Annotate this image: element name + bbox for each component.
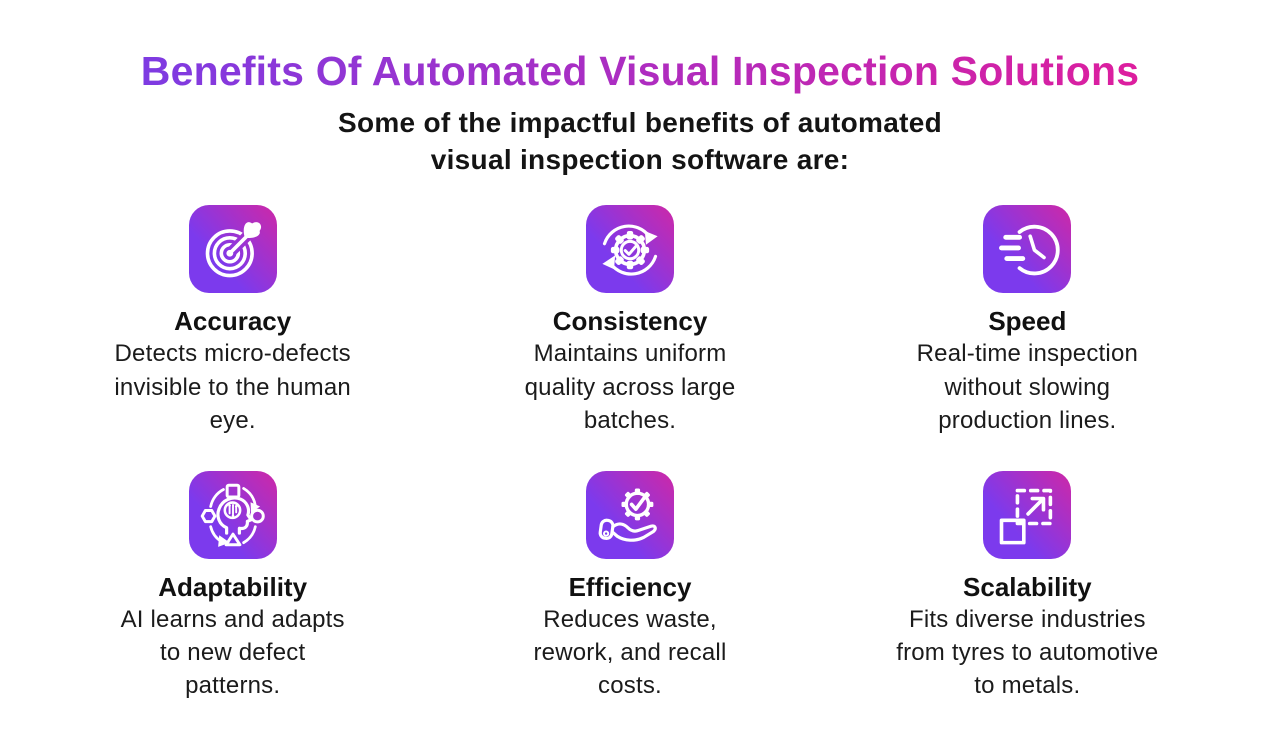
- benefit-line: rework, and recall: [533, 639, 727, 667]
- benefit-card-efficiency: Efficiency Reduces waste, rework, and re…: [431, 470, 828, 703]
- benefits-grid: Accuracy Detects micro-defects invisible…: [34, 204, 1226, 703]
- icon-tile: [983, 470, 1072, 559]
- subtitle-line-2: visual inspection software are:: [430, 143, 850, 175]
- icon-tile: [188, 470, 277, 559]
- benefit-line: to new defect: [159, 639, 306, 667]
- benefit-line: quality across large: [524, 373, 736, 401]
- benefit-line: from tyres to automotive: [896, 639, 1159, 667]
- benefit-line: batches.: [583, 406, 677, 434]
- benefit-title: Consistency: [552, 305, 708, 336]
- benefit-line: production lines.: [938, 406, 1117, 434]
- benefit-card-scalability: Scalability Fits diverse industries from…: [829, 470, 1226, 703]
- benefit-line: Real-time inspection: [916, 340, 1139, 368]
- benefit-card-speed: Speed Real-time inspection without slowi…: [829, 204, 1226, 437]
- benefit-line: invisible to the human: [114, 373, 351, 401]
- icon-tile: [188, 204, 277, 293]
- benefit-line: costs.: [598, 672, 662, 700]
- benefit-line: without slowing: [944, 373, 1111, 401]
- page-title: Benefits Of Automated Visual Inspection …: [140, 48, 1140, 94]
- benefit-line: Detects micro-defects: [114, 340, 351, 368]
- benefit-title: Efficiency: [568, 571, 692, 602]
- ai-head-adapt-icon: [200, 483, 265, 547]
- benefit-title: Speed: [988, 305, 1067, 336]
- benefit-line: to metals.: [974, 672, 1081, 700]
- benefit-line: eye.: [209, 406, 256, 434]
- scale-expand-icon: [1000, 488, 1053, 545]
- infographic-header: Benefits Of Automated Visual Inspection …: [0, 48, 1280, 179]
- clock-speed-icon: [999, 224, 1060, 276]
- benefit-line: Reduces waste,: [543, 606, 717, 634]
- benefit-card-adaptability: Adaptability AI learns and adapts to new…: [34, 470, 431, 703]
- benefit-title: Accuracy: [174, 305, 292, 336]
- icon-tile: [585, 470, 674, 559]
- benefit-line: Fits diverse industries: [908, 606, 1146, 634]
- page-subtitle: Some of the impactful benefits of automa…: [0, 105, 1280, 179]
- gear-check-sync-icon: [602, 224, 658, 276]
- benefit-card-consistency: Consistency Maintains uniform quality ac…: [431, 204, 828, 437]
- benefit-line: patterns.: [185, 672, 281, 700]
- icon-tile: [585, 204, 674, 293]
- benefit-title: Adaptability: [158, 571, 308, 602]
- benefit-line: AI learns and adapts: [120, 606, 345, 634]
- benefit-title: Scalability: [963, 571, 1092, 602]
- target-dart-icon: [205, 222, 261, 278]
- icon-tile: [983, 204, 1072, 293]
- subtitle-line-1: Some of the impactful benefits of automa…: [337, 107, 943, 138]
- benefit-card-accuracy: Accuracy Detects micro-defects invisible…: [34, 204, 431, 437]
- hand-gear-check-icon: [598, 488, 657, 542]
- benefit-line: Maintains uniform: [533, 340, 727, 368]
